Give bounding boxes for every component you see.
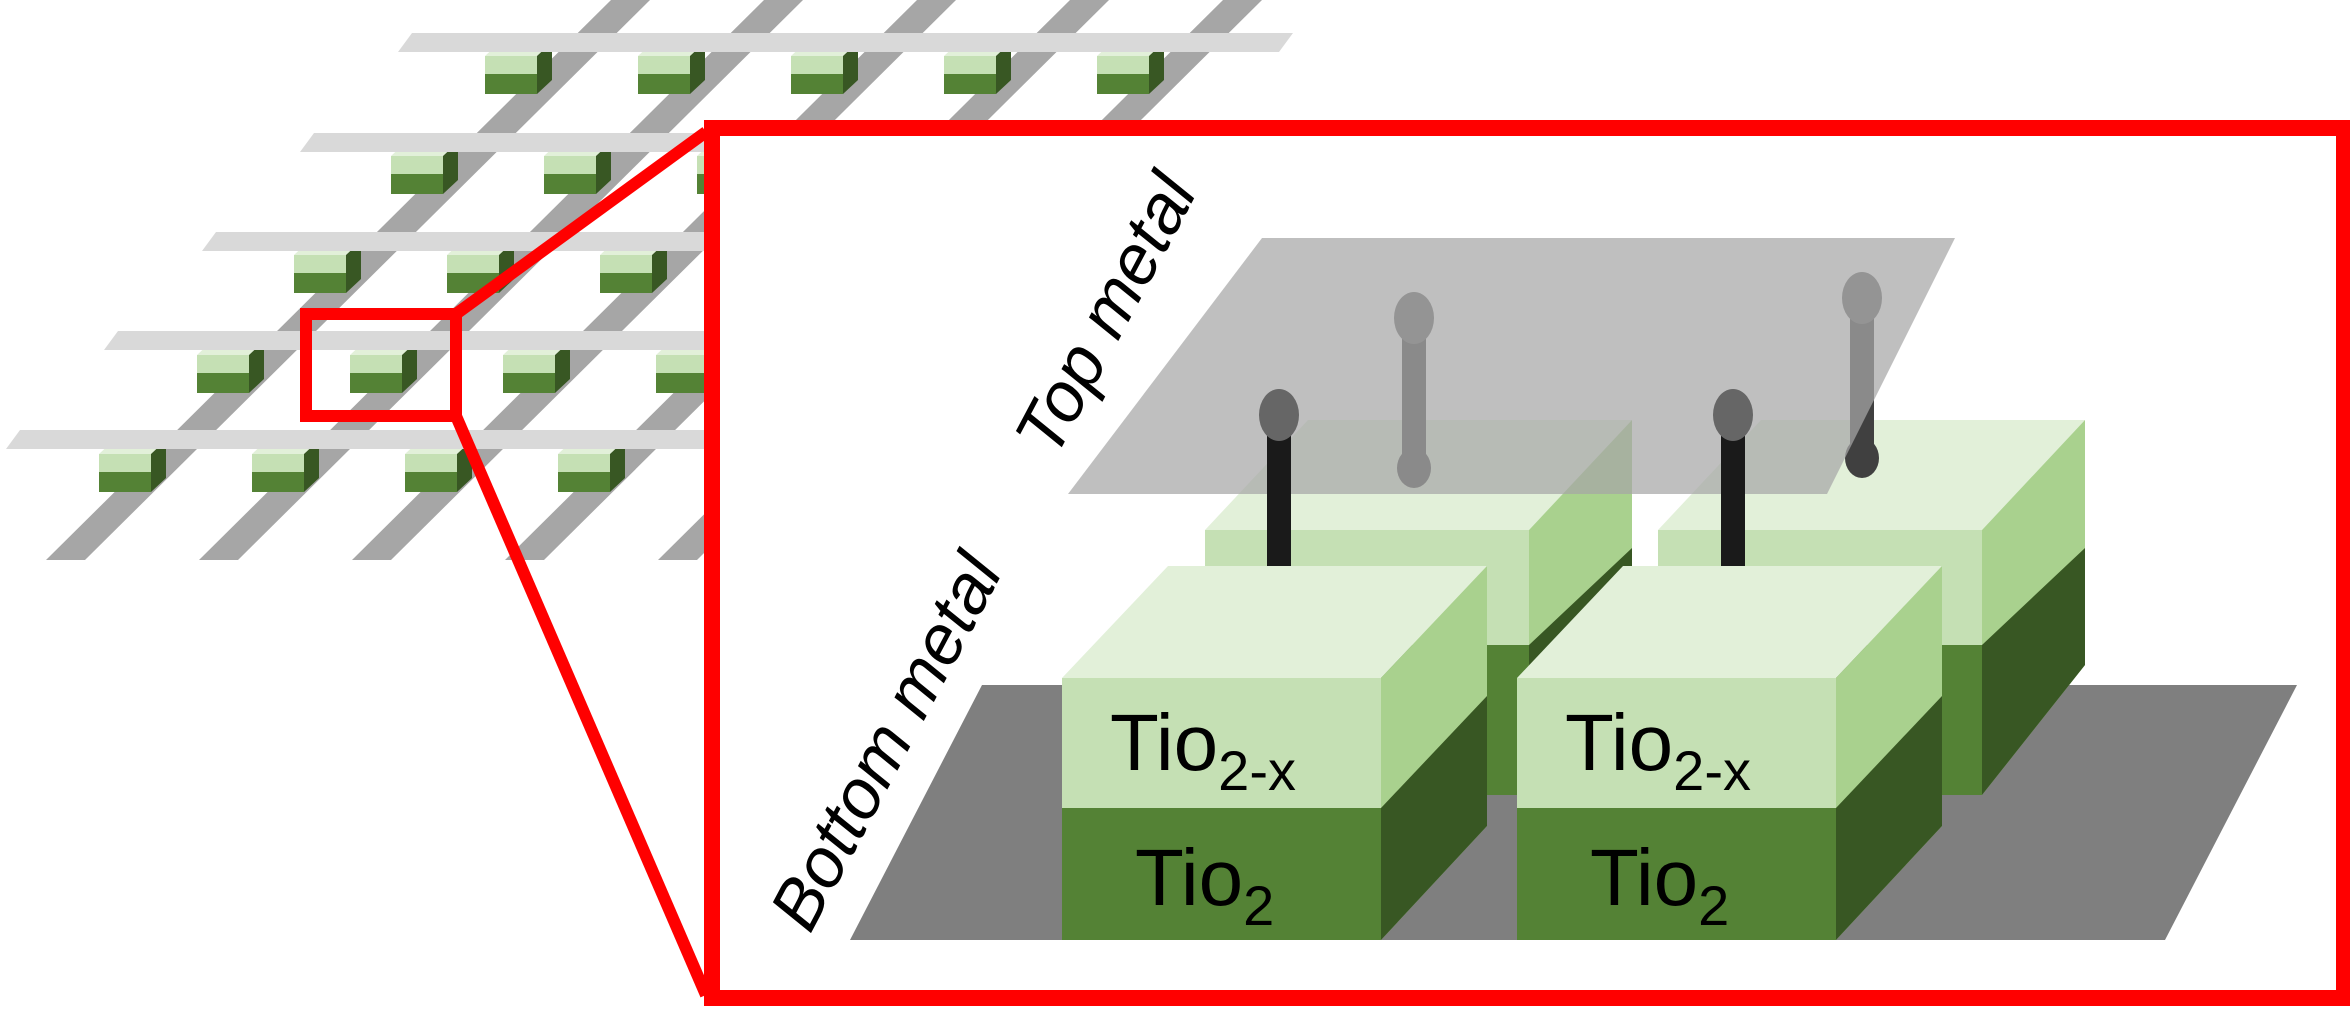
top-electrode-line	[6, 430, 901, 449]
crossbar-row	[398, 33, 1293, 94]
top-electrode-line	[398, 33, 1293, 52]
layer-label-base: Tio	[1110, 698, 1218, 787]
layer-label-base: Tio	[1590, 833, 1698, 922]
layer-label-base: Tio	[1565, 698, 1673, 787]
zoom-connector-top	[452, 127, 710, 319]
cell-right-lower-layer-label: Tio2	[1590, 833, 1729, 937]
layer-label-subscript: 2	[1698, 874, 1729, 937]
detail-panel: Tio2-x Tio2 Tio2-x Tio2 Top metal Bottom…	[706, 128, 2344, 998]
layer-label-subscript: 2	[1243, 874, 1274, 937]
cell-left-lower-layer-label: Tio2	[1135, 833, 1274, 937]
cell-left-upper-layer-label: Tio2-x	[1110, 698, 1296, 802]
memristor-cell-front-right	[1517, 566, 1942, 940]
zoom-indicator	[300, 127, 712, 998]
zoom-detail-frame	[704, 120, 2350, 1006]
layer-label-base: Tio	[1135, 833, 1243, 922]
memristor-cell-front-left	[1062, 566, 1487, 940]
layer-label-subscript: 2-x	[1673, 739, 1751, 802]
zoom-selection-box	[300, 308, 462, 422]
cell-right-upper-layer-label: Tio2-x	[1565, 698, 1751, 802]
layer-label-subscript: 2-x	[1218, 739, 1296, 802]
zoom-connector-bottom	[450, 413, 712, 998]
